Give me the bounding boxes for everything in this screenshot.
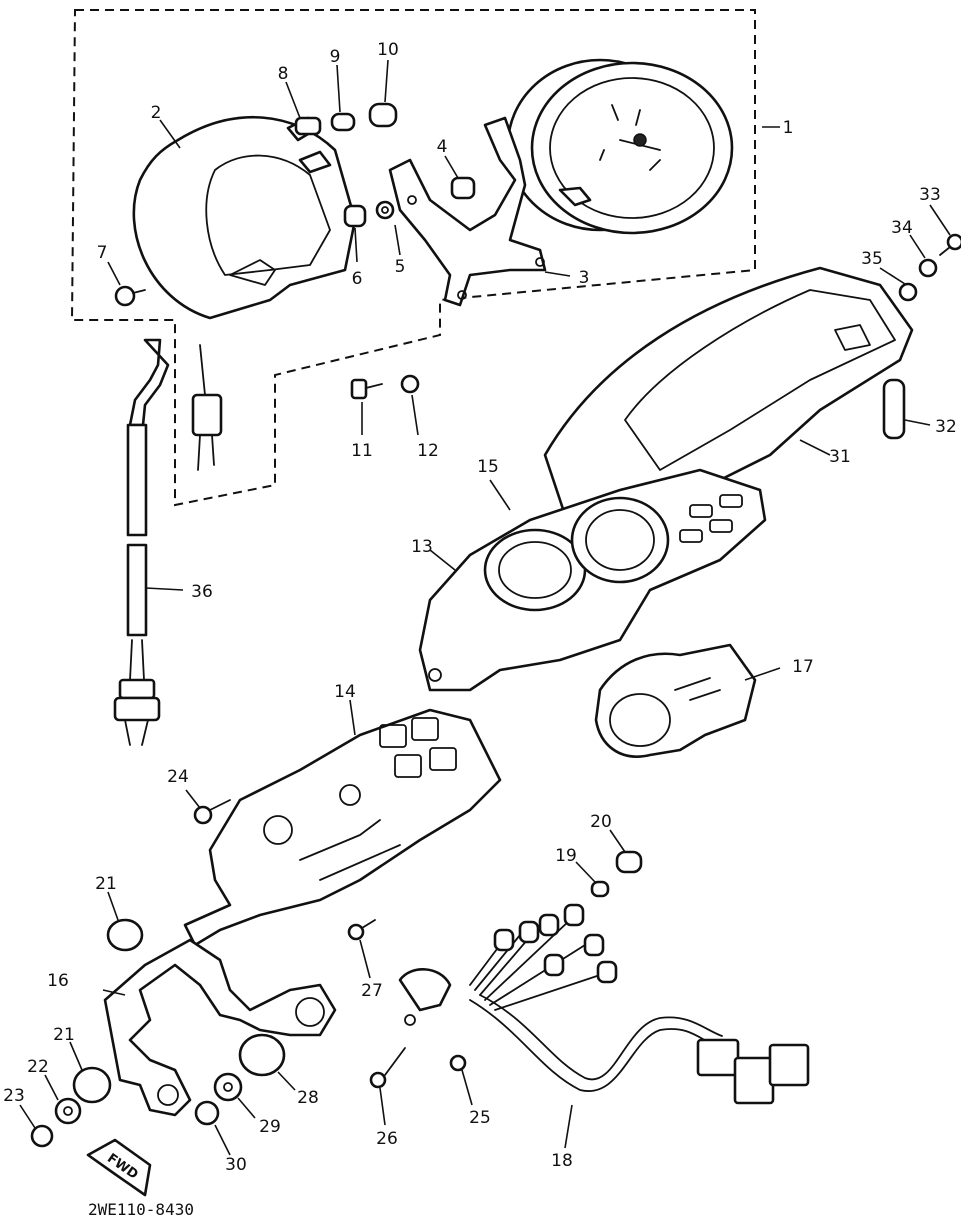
label-part-6: 6 — [352, 269, 363, 289]
label-part-19: 19 — [555, 846, 577, 866]
forward-direction-arrow: FWD — [86, 1138, 152, 1197]
label-part-34: 34 — [891, 218, 913, 238]
assembly-outline — [70, 9, 756, 507]
wire-harness — [398, 903, 810, 1105]
meter-cover — [132, 115, 357, 320]
pin-32 — [882, 378, 906, 440]
label-part-15: 15 — [477, 457, 499, 477]
cap-20 — [615, 850, 643, 874]
label-part-32: 32 — [935, 417, 957, 437]
screw-27 — [347, 919, 376, 941]
label-part-21-lower: 21 — [53, 1025, 75, 1045]
label-part-21-upper: 21 — [95, 874, 117, 894]
label-part-9: 9 — [330, 47, 341, 67]
label-part-33: 33 — [919, 185, 941, 205]
label-part-30: 30 — [225, 1155, 247, 1175]
nut-23 — [30, 1124, 54, 1148]
label-part-2: 2 — [151, 103, 162, 123]
meter-base — [183, 708, 502, 947]
screw-25 — [449, 1054, 467, 1072]
label-part-13: 13 — [411, 537, 433, 557]
damper-28 — [238, 1033, 286, 1077]
label-part-16: 16 — [47, 971, 69, 991]
nut-30 — [194, 1100, 220, 1126]
label-part-1: 1 — [783, 118, 794, 138]
label-part-23: 23 — [3, 1086, 25, 1106]
washer-35 — [898, 282, 918, 302]
bulb-9 — [330, 112, 356, 132]
screw-7 — [114, 285, 146, 307]
label-part-36: 36 — [191, 582, 213, 602]
label-part-31: 31 — [829, 447, 851, 467]
label-part-26: 26 — [376, 1129, 398, 1149]
meter-housing-upper — [543, 266, 914, 532]
cap-10 — [368, 102, 398, 128]
label-part-11: 11 — [351, 441, 373, 461]
tachometer — [594, 643, 757, 758]
bulb-socket-8 — [294, 116, 322, 136]
label-part-7: 7 — [97, 243, 108, 263]
label-part-22: 22 — [27, 1057, 49, 1077]
label-part-14: 14 — [334, 682, 356, 702]
damper-21-upper — [106, 918, 144, 952]
label-part-3: 3 — [579, 268, 590, 288]
washer-5 — [375, 200, 395, 220]
leader-lines — [19, 59, 951, 1156]
speedometer-meter — [506, 58, 734, 235]
washer-22 — [54, 1097, 82, 1125]
label-part-20: 20 — [590, 812, 612, 832]
label-part-10: 10 — [377, 40, 399, 60]
grommet-4 — [450, 176, 476, 200]
label-part-4: 4 — [437, 137, 448, 157]
stay-bracket — [103, 938, 337, 1117]
label-part-29: 29 — [259, 1117, 281, 1137]
label-part-12: 12 — [417, 441, 439, 461]
meter-wire-connector — [191, 344, 223, 471]
label-part-27: 27 — [361, 981, 383, 1001]
label-part-28: 28 — [297, 1088, 319, 1108]
label-part-35: 35 — [861, 249, 883, 269]
part-number-labels: 1 2 3 4 5 6 7 8 9 10 11 12 13 14 15 16 1… — [3, 40, 957, 1175]
screw-24 — [193, 799, 231, 825]
screw-26 — [369, 1047, 406, 1089]
collar-6 — [343, 204, 367, 228]
washer-34 — [918, 258, 938, 278]
label-part-18: 18 — [551, 1151, 573, 1171]
label-part-25: 25 — [469, 1108, 491, 1128]
meter-bracket — [388, 116, 547, 307]
meter-panel — [418, 468, 767, 692]
label-part-8: 8 — [278, 64, 289, 84]
label-part-17: 17 — [792, 657, 814, 677]
bulb-19 — [590, 880, 610, 898]
screw-33 — [939, 233, 961, 256]
bolt-11 — [350, 378, 383, 400]
washer-12 — [400, 374, 420, 394]
label-part-5: 5 — [395, 257, 406, 277]
damper-21-lower — [72, 1066, 112, 1104]
diagram-reference-code: 2WE110-8430 — [88, 1200, 194, 1219]
speedometer-cable — [113, 338, 170, 746]
washer-29 — [213, 1072, 243, 1102]
label-part-24: 24 — [167, 767, 189, 787]
